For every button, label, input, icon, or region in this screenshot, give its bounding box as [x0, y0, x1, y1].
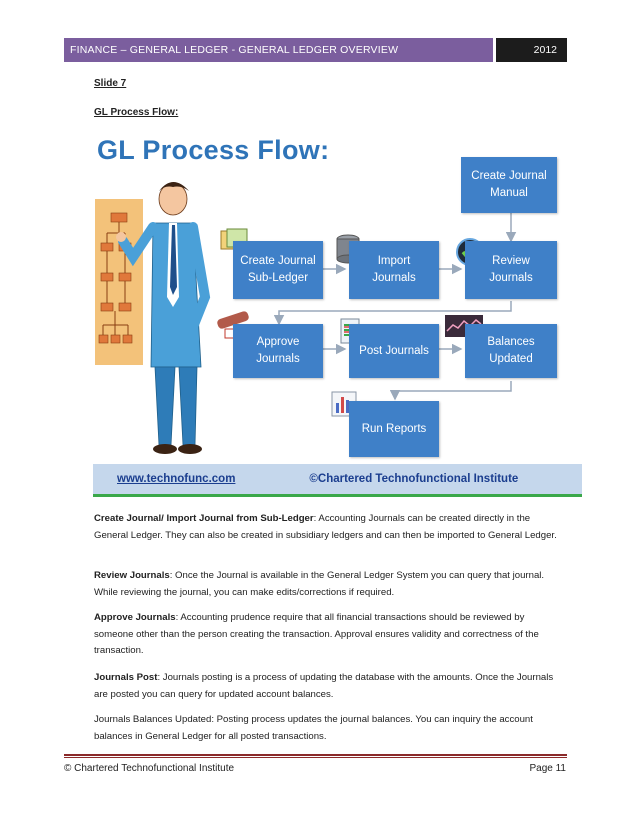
- footer-rule-thin: [64, 757, 567, 758]
- figure-title: GL Process Flow:: [97, 135, 330, 165]
- paragraph-post: Journals Post: Journals posting is a pro…: [94, 670, 566, 703]
- slide-label: Slide 7: [94, 78, 127, 89]
- paragraph-balances: Journals Balances Updated: Posting proce…: [94, 712, 566, 745]
- gl-process-flow-figure: GL Process Flow:: [93, 133, 582, 497]
- figure-footer-copyright: ©Chartered Technofunctional Institute: [309, 473, 519, 485]
- header-title: FINANCE – GENERAL LEDGER - GENERAL LEDGE…: [64, 38, 493, 62]
- box-create-journal-subledger: Create Journal Sub-Ledger: [233, 241, 323, 299]
- paragraph-create-import: Create Journal/ Import Journal from Sub-…: [94, 511, 566, 544]
- box-balances-updated: Balances Updated: [465, 324, 557, 378]
- page-header: FINANCE – GENERAL LEDGER - GENERAL LEDGE…: [64, 38, 567, 62]
- figure-footer-url: www.technofunc.com: [117, 473, 236, 485]
- paragraph-text: : Journals posting is a process of updat…: [94, 672, 554, 700]
- figure-footer: www.technofunc.com ©Chartered Technofunc…: [93, 464, 582, 497]
- paragraph-text: Journals Balances Updated: Posting proce…: [94, 714, 533, 742]
- paragraph-text: : Accounting prudence require that all f…: [94, 612, 539, 656]
- paragraph-lead: Approve Journals: [94, 612, 176, 623]
- paragraph-lead: Create Journal/ Import Journal from Sub-…: [94, 513, 314, 524]
- paragraph-text: : Accounting Journals can be created dir…: [94, 513, 557, 541]
- footer-copyright: © Chartered Technofunctional Institute: [64, 763, 235, 774]
- paragraph-approve: Approve Journals: Accounting prudence re…: [94, 610, 566, 660]
- header-year: 2012: [493, 38, 567, 62]
- box-run-reports: Run Reports: [349, 401, 439, 457]
- flow-arrows: [273, 213, 517, 401]
- footer-rule: [64, 754, 567, 756]
- presenter-illustration: [95, 182, 211, 454]
- box-import-journals: Import Journals: [349, 241, 439, 299]
- paragraph-lead: Journals Post: [94, 672, 158, 683]
- page-number: Page 11: [529, 763, 566, 774]
- box-review-journals: Review Journals: [465, 241, 557, 299]
- paragraph-review: Review Journals: Once the Journal is ava…: [94, 568, 566, 601]
- paragraph-text: : Once the Journal is available in the G…: [94, 570, 545, 598]
- box-approve-journals: Approve Journals: [233, 324, 323, 378]
- box-create-journal-manual: Create Journal Manual: [461, 157, 557, 213]
- paragraph-lead: Review Journals: [94, 570, 170, 581]
- box-post-journals: Post Journals: [349, 324, 439, 378]
- section-title: GL Process Flow:: [94, 107, 179, 118]
